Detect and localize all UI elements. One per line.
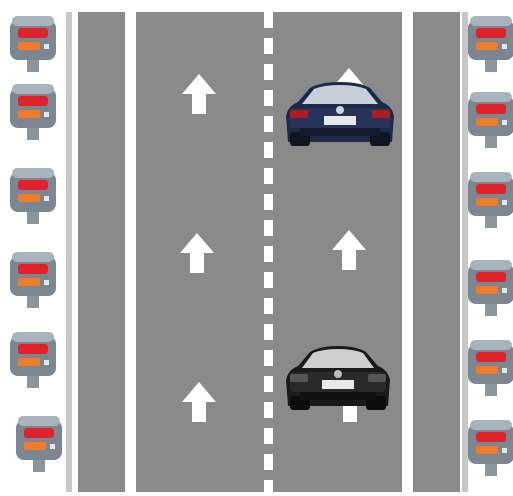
lane-dash: [264, 480, 273, 496]
traffic-meter-icon: [14, 414, 64, 474]
lane-dash: [264, 38, 273, 54]
lane-dash: [264, 324, 273, 340]
traffic-meter-icon: [466, 14, 513, 74]
right-shoulder-line: [402, 12, 413, 492]
lane-dash: [264, 194, 273, 210]
traffic-meter-icon: [8, 82, 58, 142]
traffic-meter-icon: [8, 250, 58, 310]
lane-dash: [264, 454, 273, 470]
traffic-meter-icon: [8, 330, 58, 390]
arrow-up-icon: [332, 230, 366, 270]
black-car-icon: [280, 346, 396, 412]
lane-dash: [264, 298, 273, 314]
lane-dash: [264, 12, 273, 28]
traffic-meter-icon: [466, 170, 513, 230]
lane-dash: [264, 402, 273, 418]
traffic-meter-icon: [466, 90, 513, 150]
lane-dash: [264, 168, 273, 184]
traffic-meter-icon: [8, 14, 58, 74]
traffic-meter-icon: [466, 338, 513, 398]
lane-dash: [264, 246, 273, 262]
arrow-up-icon: [180, 233, 214, 273]
lane-dash: [264, 376, 273, 392]
arrow-up-icon: [182, 382, 216, 422]
left-road-edge: [66, 12, 72, 492]
traffic-meter-icon: [8, 166, 58, 226]
lane-dash: [264, 90, 273, 106]
lane-dash: [264, 428, 273, 444]
lane-dash: [264, 272, 273, 288]
traffic-meter-icon: [466, 258, 513, 318]
lane-dash: [264, 350, 273, 366]
lane-dash: [264, 142, 273, 158]
arrow-up-icon: [182, 74, 216, 114]
lane-dash: [264, 220, 273, 236]
traffic-meter-icon: [466, 418, 513, 478]
left-shoulder-line: [125, 12, 136, 492]
lane-dash: [264, 64, 273, 80]
blue-car-icon: [280, 82, 400, 148]
lane-dash: [264, 116, 273, 132]
